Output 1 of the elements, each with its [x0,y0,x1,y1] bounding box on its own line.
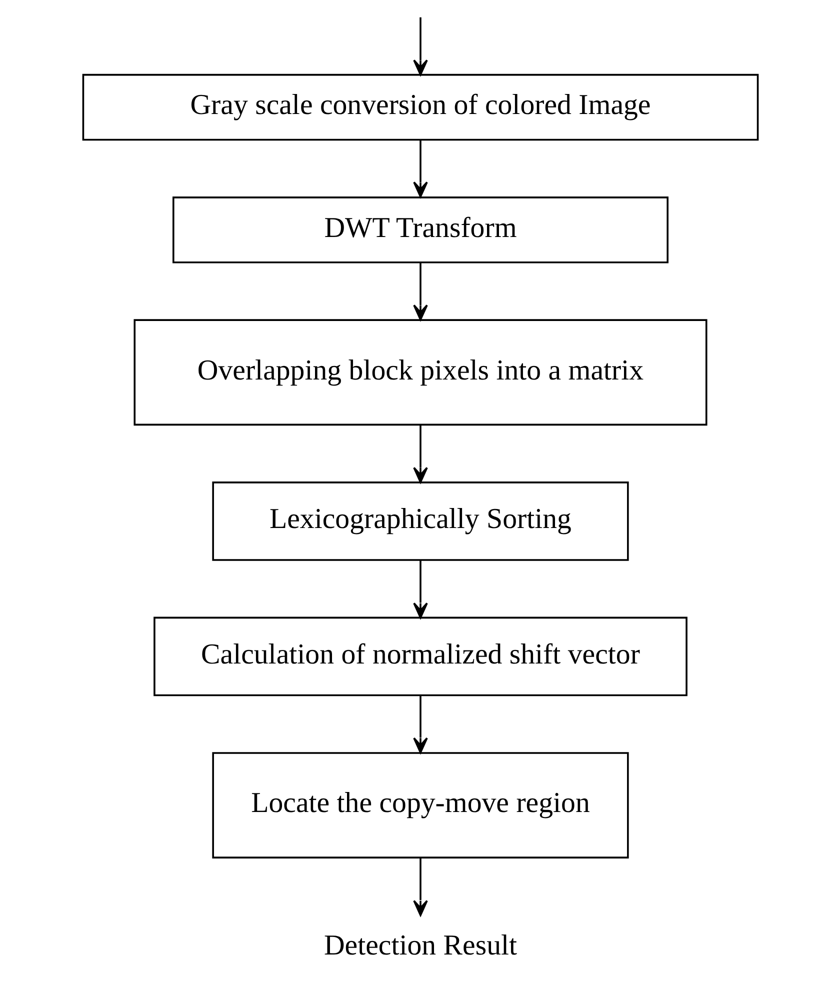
node-text: Detection Result [323,930,517,962]
